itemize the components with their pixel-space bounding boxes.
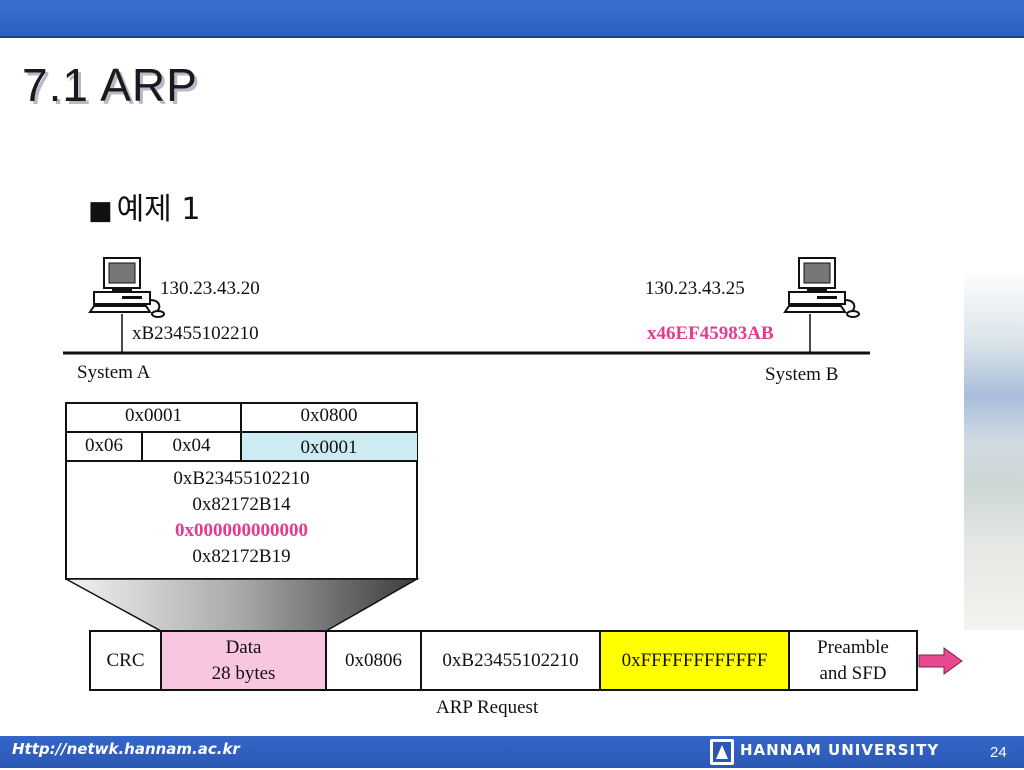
bullet-line: ■예제 1 (88, 184, 200, 228)
frame-preamble: Preamble (817, 637, 889, 658)
protocol-type-field: 0x0800 (300, 405, 358, 426)
frame-source-address: 0xB23455102210 (442, 650, 579, 671)
frame-sfd: and SFD (819, 663, 887, 684)
system-b-ip: 130.23.43.25 (645, 278, 745, 299)
page-number: 24 (990, 744, 1007, 761)
frame-caption: ARP Request (436, 697, 539, 718)
frame-type: 0x0806 (345, 650, 402, 671)
header-bar (0, 0, 1024, 38)
operation-field: 0x0001 (300, 437, 358, 458)
target-ip-field: 0x82172B19 (192, 546, 291, 567)
bullet-text: 예제 1 (116, 192, 201, 227)
encapsulation-funnel (65, 578, 420, 632)
bullet-mark: ■ (88, 196, 113, 226)
sender-mac-field: 0xB23455102210 (173, 468, 310, 489)
system-b-label: System B (765, 364, 839, 385)
system-a-label: System A (77, 362, 151, 383)
computer-icon (783, 257, 860, 318)
computer-icon (88, 257, 165, 318)
hardware-type-field: 0x0001 (125, 405, 182, 426)
system-a-mac: xB23455102210 (132, 323, 259, 344)
frame-data-size: 28 bytes (211, 663, 276, 684)
university-logo-icon (710, 739, 734, 765)
footer-bar (0, 736, 1024, 768)
frame-data-title: Data (225, 637, 262, 658)
hardware-length-field: 0x06 (85, 435, 123, 456)
arrow-right-icon (918, 647, 963, 675)
arp-packet-table (65, 402, 418, 580)
university-name: HANNAM UNIVERSITY (740, 741, 940, 759)
sender-ip-field: 0x82172B14 (192, 494, 291, 515)
target-mac-field: 0x000000000000 (175, 520, 308, 541)
ethernet-frame (89, 630, 918, 691)
slide-title: 7.1 ARP (22, 59, 198, 111)
frame-destination-address: 0xFFFFFFFFFFFF (621, 650, 768, 671)
system-a-ip: 130.23.43.20 (160, 278, 260, 299)
system-b-mac: x46EF45983AB (647, 323, 774, 344)
footer-url-link[interactable]: Http://netwk.hannam.ac.kr (12, 740, 240, 758)
frame-crc: CRC (106, 650, 145, 671)
protocol-length-field: 0x04 (172, 435, 211, 456)
decorative-image-strip (964, 270, 1024, 630)
